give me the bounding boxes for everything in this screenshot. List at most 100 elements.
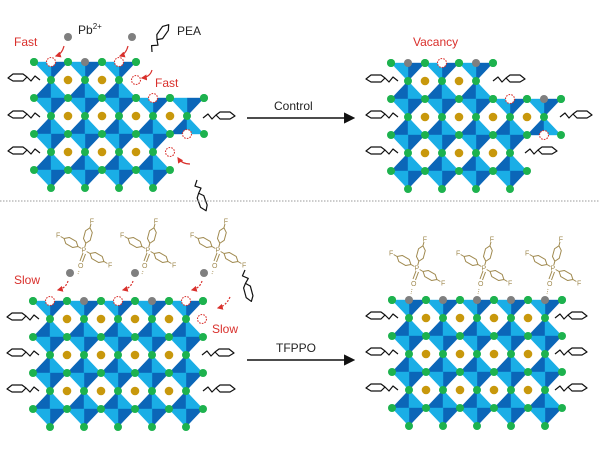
octahedron-facet <box>67 133 86 153</box>
lead-atom <box>405 296 413 304</box>
halide-atom <box>166 130 174 138</box>
halide-atom <box>540 113 548 121</box>
phenyl-ring <box>482 241 493 266</box>
lead-atom <box>439 296 447 304</box>
vacancy-site <box>113 56 125 68</box>
phenyl-ring <box>146 223 157 248</box>
halide-atom <box>490 368 498 376</box>
halide-atom <box>557 95 565 103</box>
halide-atom <box>114 351 122 359</box>
halide-atom <box>439 422 447 430</box>
oxygen-atom: O <box>547 281 553 288</box>
phosphorus-atom: P <box>216 248 221 255</box>
fast-diffusion-arrow <box>177 157 191 165</box>
halide-atom <box>165 297 173 305</box>
diffusion-arrows <box>54 45 231 310</box>
a-site-cation <box>164 314 174 324</box>
octahedron-facet <box>33 133 52 153</box>
halide-atom <box>422 404 430 412</box>
halide-atom <box>114 387 122 395</box>
halide-atom <box>98 166 106 174</box>
fluorine-atom: F <box>559 237 563 244</box>
halide-atom <box>149 184 157 192</box>
halide-atom <box>388 296 396 304</box>
lead-atom <box>64 33 72 41</box>
pea-ligand <box>150 24 170 53</box>
octahedron-facet <box>100 336 119 356</box>
halide-atom <box>387 131 395 139</box>
pea-ligand <box>365 311 399 320</box>
halide-atom <box>165 333 173 341</box>
vacancy-label: Vacancy <box>413 35 458 49</box>
octahedron-facet <box>458 170 477 190</box>
halide-atom <box>404 77 412 85</box>
oxygen-atom: O <box>411 281 417 288</box>
halide-atom <box>29 333 37 341</box>
vacancy-site <box>130 74 142 86</box>
phenyl-ring <box>486 269 508 282</box>
octahedron-facet <box>458 134 477 154</box>
fast-diffusion-arrow <box>54 45 65 58</box>
halide-atom <box>507 350 515 358</box>
pea-ligand <box>554 383 588 392</box>
octahedron-facet <box>134 408 153 428</box>
fluorophenyl-arm: F <box>389 251 415 267</box>
double-bond <box>213 252 220 263</box>
halide-atom <box>439 350 447 358</box>
lead-atom <box>473 296 481 304</box>
halide-atom <box>421 167 429 175</box>
lead-atom <box>66 269 74 277</box>
fluorophenyl-arm: F <box>82 219 94 248</box>
octahedron-facet <box>527 371 546 391</box>
octahedron-facet <box>134 336 153 356</box>
halide-atom <box>472 113 480 121</box>
a-site-cation <box>63 75 73 85</box>
pb-charge: 2+ <box>93 22 102 31</box>
halide-atom <box>387 167 395 175</box>
oxygen-atom: O <box>142 263 148 270</box>
halide-atom <box>456 368 464 376</box>
pb-label: Pb <box>78 23 93 37</box>
halide-atom <box>438 185 446 193</box>
a-site-cation <box>488 148 498 158</box>
halide-atom <box>132 166 140 174</box>
a-site-cation <box>421 385 431 395</box>
slow-diffusion-arrow <box>216 296 231 310</box>
fluorophenyl-arm: F <box>120 233 146 249</box>
halide-atom <box>405 350 413 358</box>
pea-ligand <box>201 348 235 357</box>
octahedron-facet <box>492 170 511 190</box>
halide-atom <box>404 185 412 193</box>
halide-atom <box>63 333 71 341</box>
halide-atom <box>524 296 532 304</box>
slow-label-left: Slow <box>14 273 40 287</box>
halide-atom <box>148 351 156 359</box>
octahedron-facet <box>33 61 52 81</box>
phenyl-ring <box>555 269 577 282</box>
a-site-cation <box>455 349 465 359</box>
octahedron-facet <box>67 61 86 81</box>
slow-diffusion-arrow <box>56 280 69 292</box>
octahedron-facet <box>527 335 546 355</box>
a-site-cation <box>165 111 175 121</box>
halide-atom <box>541 386 549 394</box>
halide-atom <box>149 112 157 120</box>
phenyl-ring <box>216 223 227 248</box>
octahedron-facet <box>526 98 545 118</box>
halide-atom <box>46 423 54 431</box>
phenyl-ring <box>220 251 242 264</box>
halide-atom <box>132 94 140 102</box>
halide-atom <box>473 350 481 358</box>
octahedron-facet <box>168 408 187 428</box>
pea-ligand <box>7 146 41 155</box>
lead-atom <box>131 269 139 277</box>
octahedron-facet <box>168 300 187 320</box>
fluorine-atom: F <box>224 219 228 226</box>
double-bond <box>412 270 419 281</box>
oxygen-atom: O <box>478 281 484 288</box>
halide-atom <box>80 315 88 323</box>
octahedron-facet <box>527 407 546 427</box>
lead-atom <box>507 296 515 304</box>
phosphorus-atom: P <box>82 248 87 255</box>
